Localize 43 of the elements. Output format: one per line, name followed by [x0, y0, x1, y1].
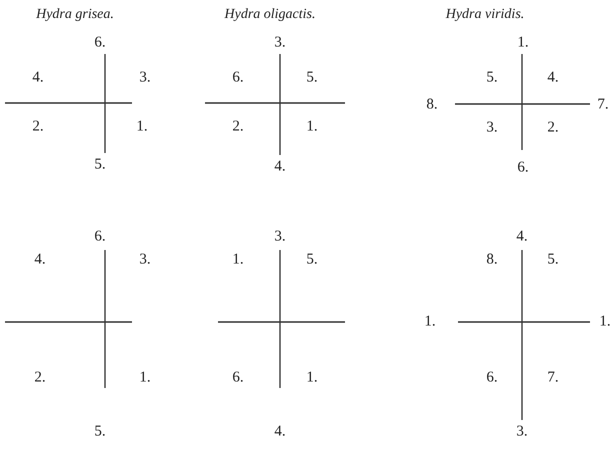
position-number: 6. [232, 70, 244, 86]
position-number: 5. [94, 158, 106, 172]
position-number: 3. [139, 70, 151, 86]
position-number: 4. [547, 70, 559, 86]
position-number: 4. [274, 424, 286, 440]
position-number: 2. [34, 370, 46, 386]
position-number: 8. [426, 98, 438, 112]
position-number: 1. [139, 370, 151, 386]
position-number: 5. [94, 424, 106, 440]
position-number: 7. [547, 370, 559, 386]
position-number: 6. [486, 370, 498, 386]
position-number: 6. [517, 160, 529, 176]
position-number: 2. [547, 120, 559, 136]
position-number: 6. [94, 36, 106, 50]
position-number: 4. [32, 70, 44, 86]
position-number: 1. [306, 370, 318, 386]
position-number: 1. [232, 252, 244, 268]
position-number: 5. [547, 252, 559, 268]
position-number: 2. [32, 120, 44, 134]
position-number: 6. [232, 370, 244, 386]
species-heading: Hydra grisea. [36, 8, 114, 22]
position-number: 3. [486, 120, 498, 136]
position-number: 1. [599, 314, 611, 330]
position-number: 2. [232, 120, 244, 134]
position-number: 5. [306, 70, 318, 86]
position-number: 4. [34, 252, 46, 268]
position-number: 1. [136, 120, 148, 134]
position-number: 5. [306, 252, 318, 268]
position-number: 3. [274, 230, 286, 244]
position-number: 3. [274, 36, 286, 50]
species-heading: Hydra viridis. [446, 8, 524, 22]
position-number: 5. [486, 70, 498, 86]
position-number: 7. [597, 98, 609, 112]
position-number: 1. [306, 120, 318, 134]
position-number: 4. [516, 230, 528, 244]
position-number: 4. [274, 160, 286, 174]
position-number: 6. [94, 230, 106, 244]
position-number: 3. [139, 252, 151, 268]
position-number: 8. [486, 252, 498, 268]
position-number: 1. [424, 314, 436, 330]
position-number: 1. [517, 36, 529, 50]
species-heading: Hydra oligactis. [224, 8, 316, 22]
position-number: 3. [516, 424, 528, 440]
